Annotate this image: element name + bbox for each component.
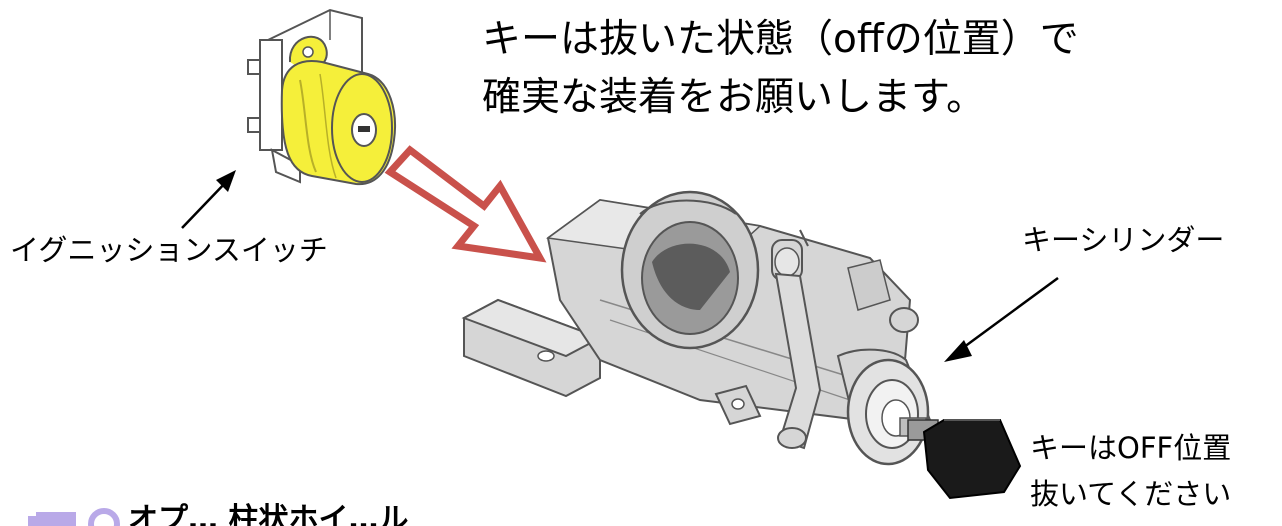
key-note-line-2: 抜いてください [1030,477,1232,511]
hollow-arrow-icon [384,145,547,263]
key-note-line-1: キーはOFF位置 [1030,431,1232,465]
headline-line-1: キーは抜いた状態（offの位置）で [482,17,1079,62]
ignition-switch-label: イグニッションスイッチ [10,233,328,267]
key-cylinder-pointer-arrow-icon [944,276,1059,362]
headline-line-2: 確実な装着をお願いします。 [482,75,986,120]
ignition-switch-illustration [247,8,396,186]
key-illustration [907,419,1022,500]
ignition-pointer-arrow-icon [181,170,236,229]
footer-partial-text: オプ… 柱状ホイ…ル [128,502,409,526]
steering-lock-assembly-illustration [461,190,932,466]
footer-logo-icon [28,508,120,526]
key-cylinder-label: キーシリンダー [1022,223,1225,257]
